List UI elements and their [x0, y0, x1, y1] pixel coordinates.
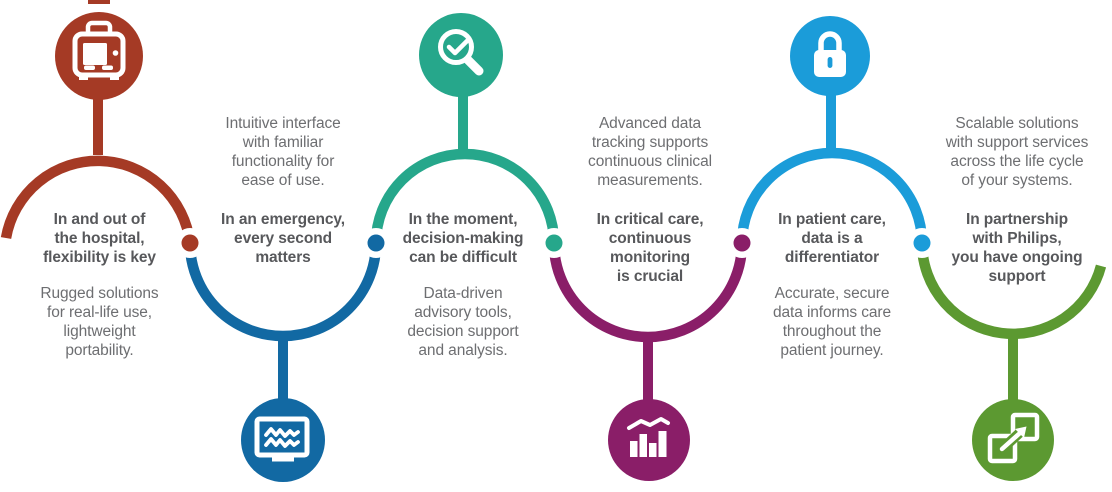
section-5-body: Accurate, secure data informs care throu… [772, 285, 892, 359]
section-4-body: Advanced data tracking supports continuo… [588, 115, 712, 189]
section-1-heading: In and out of the hospital, flexibility … [43, 211, 156, 266]
section-6-valley [916, 242, 1107, 340]
transport-monitor-icon [72, 20, 126, 80]
padlock-icon [814, 31, 846, 77]
waveform-monitor-icon [254, 416, 310, 462]
junction-dot-3 [545, 234, 563, 252]
bar-chart-trend-icon [627, 417, 670, 457]
junction-dot-1 [181, 234, 199, 252]
circle-4 [608, 399, 690, 481]
section-6-heading: In partnership with Philips, you have on… [951, 211, 1083, 285]
section-2-heading: In an emergency, every second matters [221, 211, 345, 266]
section-3-heading: In the moment, decision-making can be di… [402, 211, 524, 266]
magnifier-check-icon [438, 29, 484, 76]
junction-dot-5 [913, 234, 931, 252]
section-1-body: Rugged solutions for real-life use, ligh… [40, 285, 159, 359]
section-4-heading: In critical care, continuous monitoring … [596, 211, 704, 285]
section-3-body: Data-driven advisory tools, decision sup… [407, 285, 519, 359]
junction-dot-2 [367, 234, 385, 252]
circle-3 [419, 13, 503, 97]
top-crop-remnant [88, 0, 110, 4]
junction-dot-4 [733, 234, 751, 252]
section-6-body: Scalable solutions with support services… [945, 115, 1089, 189]
section-2-body: Intuitive interface with familiar functi… [225, 115, 341, 189]
section-5-heading: In patient care, data is a differentiato… [778, 211, 886, 266]
junction-dots [175, 228, 937, 258]
circle-2 [241, 398, 325, 482]
expand-squares-icon [987, 412, 1040, 464]
icon-stems [93, 94, 1018, 403]
section-1-arch [0, 155, 196, 244]
